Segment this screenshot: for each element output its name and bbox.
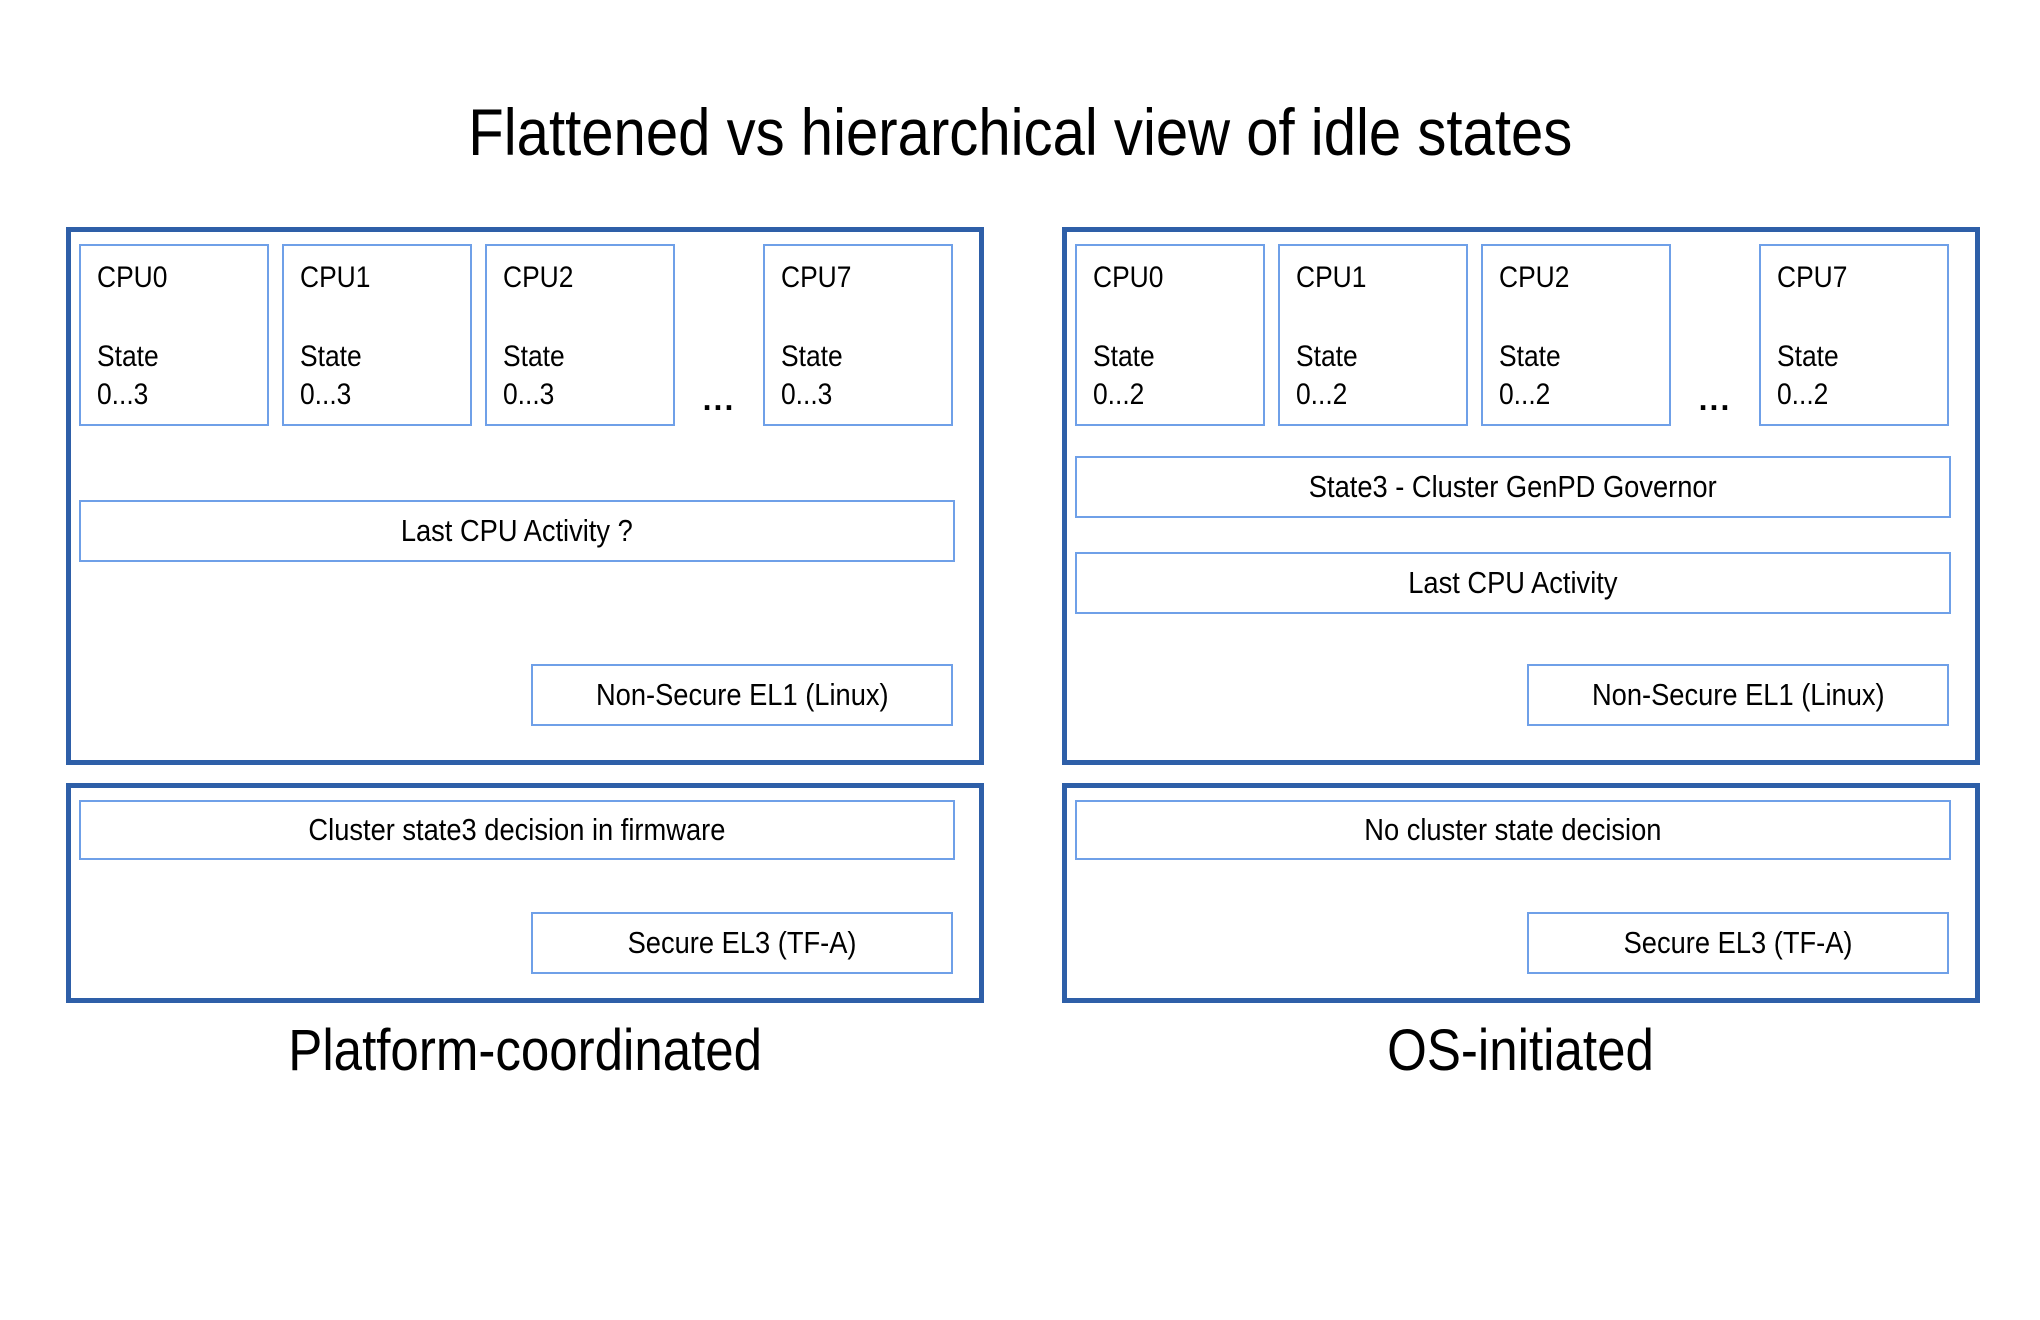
caption-platform-coordinated-text: Platform-coordinated (288, 1018, 762, 1083)
cpu-label: CPU7 (1777, 260, 1931, 296)
last-cpu-activity-box: Last CPU Activity (1075, 552, 1951, 614)
cpu-state-range: 0...3 (781, 377, 833, 411)
secure-el3-label: Secure EL3 (TF-A) (627, 925, 857, 960)
cpu-state-range: 0...3 (300, 377, 352, 411)
nonsecure-el1-box: Non-Secure EL1 (Linux) (531, 664, 953, 726)
cpu-label: CPU7 (781, 260, 935, 296)
panel-platform-nonsecure: CPU0 State 0...3 CPU1 State 0...3 CPU2 S… (66, 227, 984, 765)
cpu-state: State 0...3 (781, 338, 935, 414)
cpu-state-word: State (1499, 339, 1561, 373)
secure-el3-box: Secure EL3 (TF-A) (1527, 912, 1949, 974)
nonsecure-el1-label: Non-Secure EL1 (Linux) (1591, 677, 1885, 712)
cluster-decision-label: Cluster state3 decision in firmware (308, 812, 726, 847)
secure-el3-label: Secure EL3 (TF-A) (1623, 925, 1853, 960)
caption-platform-coordinated: Platform-coordinated (66, 1018, 984, 1085)
page-title: Flattened vs hierarchical view of idle s… (0, 96, 2040, 169)
cluster-genpd-governor-label: State3 - Cluster GenPD Governor (1309, 469, 1717, 504)
cpu-label: CPU0 (1093, 260, 1247, 296)
cpu-state-range: 0...2 (1296, 377, 1348, 411)
cpu-box-cpu2: CPU2 State 0...3 (485, 244, 675, 426)
cpu-state-range: 0...2 (1093, 377, 1145, 411)
cpu-state-range: 0...2 (1499, 377, 1551, 411)
cpu-state: State 0...2 (1499, 338, 1653, 414)
nonsecure-el1-label: Non-Secure EL1 (Linux) (595, 677, 889, 712)
nonsecure-el1-box: Non-Secure EL1 (Linux) (1527, 664, 1949, 726)
cpu-label-text: CPU0 (1093, 261, 1164, 294)
cpu-label: CPU2 (1499, 260, 1653, 296)
last-cpu-activity-label: Last CPU Activity (1408, 565, 1618, 600)
cpu-state: State 0...2 (1093, 338, 1247, 414)
last-cpu-activity-box: Last CPU Activity ? (79, 500, 955, 562)
cluster-decision-box: Cluster state3 decision in firmware (79, 800, 955, 860)
panel-platform-secure: Cluster state3 decision in firmware Secu… (66, 783, 984, 1003)
cluster-genpd-governor-box: State3 - Cluster GenPD Governor (1075, 456, 1951, 518)
cpu-ellipsis: ... (675, 381, 763, 418)
cpu-ellipsis-text: ... (702, 381, 736, 417)
cpu-box-cpu1: CPU1 State 0...2 (1278, 244, 1468, 426)
cpu-label: CPU1 (300, 260, 454, 296)
cluster-decision-label: No cluster state decision (1364, 812, 1662, 847)
cpu-label-text: CPU2 (503, 261, 574, 294)
cluster-decision-box: No cluster state decision (1075, 800, 1951, 860)
caption-os-initiated: OS-initiated (1062, 1018, 1980, 1085)
cpu-label-text: CPU2 (1499, 261, 1570, 294)
cpu-label-text: CPU0 (97, 261, 168, 294)
cpu-label-text: CPU7 (781, 261, 852, 294)
cpu-label-text: CPU7 (1777, 261, 1848, 294)
cpu-state-range: 0...3 (503, 377, 555, 411)
cpu-label-text: CPU1 (1296, 261, 1367, 294)
cpu-state-range: 0...3 (97, 377, 149, 411)
cpu-state-range: 0...2 (1777, 377, 1829, 411)
cpu-state-word: State (503, 339, 565, 373)
cpu-state: State 0...3 (503, 338, 657, 414)
cpu-label: CPU2 (503, 260, 657, 296)
cpu-state-word: State (300, 339, 362, 373)
cpu-label: CPU0 (97, 260, 251, 296)
secure-el3-box: Secure EL3 (TF-A) (531, 912, 953, 974)
cpu-box-cpu1: CPU1 State 0...3 (282, 244, 472, 426)
cpu-state: State 0...3 (300, 338, 454, 414)
cpu-box-cpu0: CPU0 State 0...3 (79, 244, 269, 426)
cpu-ellipsis-text: ... (1698, 381, 1732, 417)
cpu-state-word: State (97, 339, 159, 373)
last-cpu-activity-label: Last CPU Activity ? (401, 513, 633, 548)
caption-os-initiated-text: OS-initiated (1387, 1018, 1655, 1083)
cpu-ellipsis: ... (1671, 381, 1759, 418)
panel-osi-secure: No cluster state decision Secure EL3 (TF… (1062, 783, 1980, 1003)
cpu-state: State 0...2 (1777, 338, 1931, 414)
cpu-label: CPU1 (1296, 260, 1450, 296)
panel-osi-nonsecure: CPU0 State 0...2 CPU1 State 0...2 CPU2 S… (1062, 227, 1980, 765)
cpu-state: State 0...2 (1296, 338, 1450, 414)
cpu-state-word: State (781, 339, 843, 373)
cpu-box-cpu2: CPU2 State 0...2 (1481, 244, 1671, 426)
cpu-state-word: State (1093, 339, 1155, 373)
cpu-state-word: State (1777, 339, 1839, 373)
cpu-box-cpu7: CPU7 State 0...2 (1759, 244, 1949, 426)
cpu-label-text: CPU1 (300, 261, 371, 294)
cpu-state-word: State (1296, 339, 1358, 373)
page-title-text: Flattened vs hierarchical view of idle s… (467, 95, 1573, 169)
cpu-box-cpu0: CPU0 State 0...2 (1075, 244, 1265, 426)
cpu-box-cpu7: CPU7 State 0...3 (763, 244, 953, 426)
cpu-state: State 0...3 (97, 338, 251, 414)
